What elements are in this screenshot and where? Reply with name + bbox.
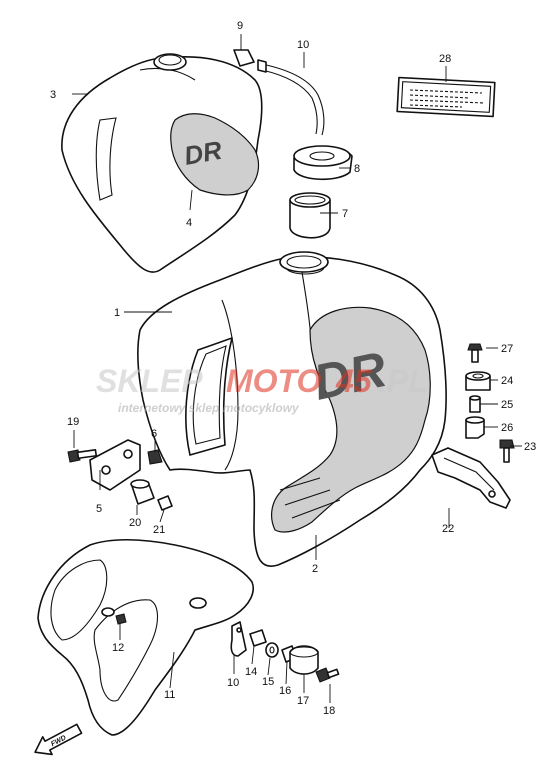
callout-22: 22 (442, 523, 454, 535)
callout-14: 14 (245, 666, 257, 678)
callout-9: 9 (237, 20, 243, 32)
decal-4 (170, 113, 260, 196)
callout-8: 8 (354, 163, 360, 175)
washer-15 (265, 642, 279, 658)
callout-10-top: 10 (297, 39, 309, 51)
upper-fuel-tank: DR (61, 53, 263, 273)
callout-10-bottom: 10 (227, 677, 239, 689)
watermark-brand-part3: 45 (335, 363, 373, 399)
callout-17: 17 (297, 695, 309, 707)
callout-15: 15 (262, 676, 274, 688)
bolt-18 (315, 667, 340, 683)
watermark-brand-part2: MOTO (226, 363, 322, 399)
callout-27: 27 (501, 343, 513, 355)
watermark-brand-part4: .PL (378, 363, 428, 399)
cushion-24 (465, 371, 491, 391)
callout-26: 26 (501, 422, 513, 434)
callout-25: 25 (501, 399, 513, 411)
cushion-17 (289, 645, 319, 675)
clamp-10 (230, 621, 247, 657)
callout-2: 2 (312, 563, 318, 575)
callout-24: 24 (501, 375, 513, 387)
callout-5: 5 (96, 503, 102, 515)
callout-numbers: 3 4 9 10 28 8 7 1 2 27 24 25 26 23 22 19… (50, 20, 536, 717)
leader-lines (72, 34, 522, 703)
bolt-19 (67, 449, 98, 463)
callout-19: 19 (67, 416, 79, 428)
callout-18: 18 (323, 705, 335, 717)
decal-2 (271, 306, 431, 533)
cap-ring-7 (289, 192, 331, 239)
callout-16: 16 (279, 685, 291, 697)
breather-hose-10 (233, 49, 325, 136)
callout-7: 7 (342, 208, 348, 220)
collar-21 (157, 495, 173, 511)
callout-23: 23 (524, 441, 536, 453)
collar-25 (469, 395, 481, 413)
fuel-cap-8 (293, 145, 353, 181)
collar-14 (249, 629, 267, 647)
side-cover-11 (37, 538, 254, 736)
callout-28: 28 (439, 53, 451, 65)
screw-12 (115, 613, 127, 625)
callout-20: 20 (129, 517, 141, 529)
bracket-5 (89, 439, 141, 491)
fwd-arrow-icon: FWD (34, 723, 83, 756)
callout-11: 11 (164, 689, 175, 701)
callout-3: 3 (50, 89, 56, 101)
callout-1: 1 (114, 307, 120, 319)
callout-12: 12 (112, 642, 124, 654)
bolt-23 (499, 439, 515, 463)
watermark-tagline: internetowy sklep motocyklowy (118, 401, 300, 415)
callout-6: 6 (151, 428, 157, 440)
callout-4: 4 (186, 217, 192, 229)
main-fuel-tank: DR (137, 251, 447, 567)
watermark-brand-part1: SKLEP (96, 363, 203, 399)
watermark: SKLEP MOTO 45 .PL internetowy sklep moto… (96, 363, 428, 415)
callout-21: 21 (153, 524, 165, 536)
bolt-27 (467, 343, 483, 363)
cushion-26 (465, 416, 485, 439)
svg-text:DR: DR (182, 135, 224, 171)
warning-label-28 (396, 76, 496, 118)
cushion-20 (130, 479, 155, 505)
bracket-22 (431, 447, 511, 509)
